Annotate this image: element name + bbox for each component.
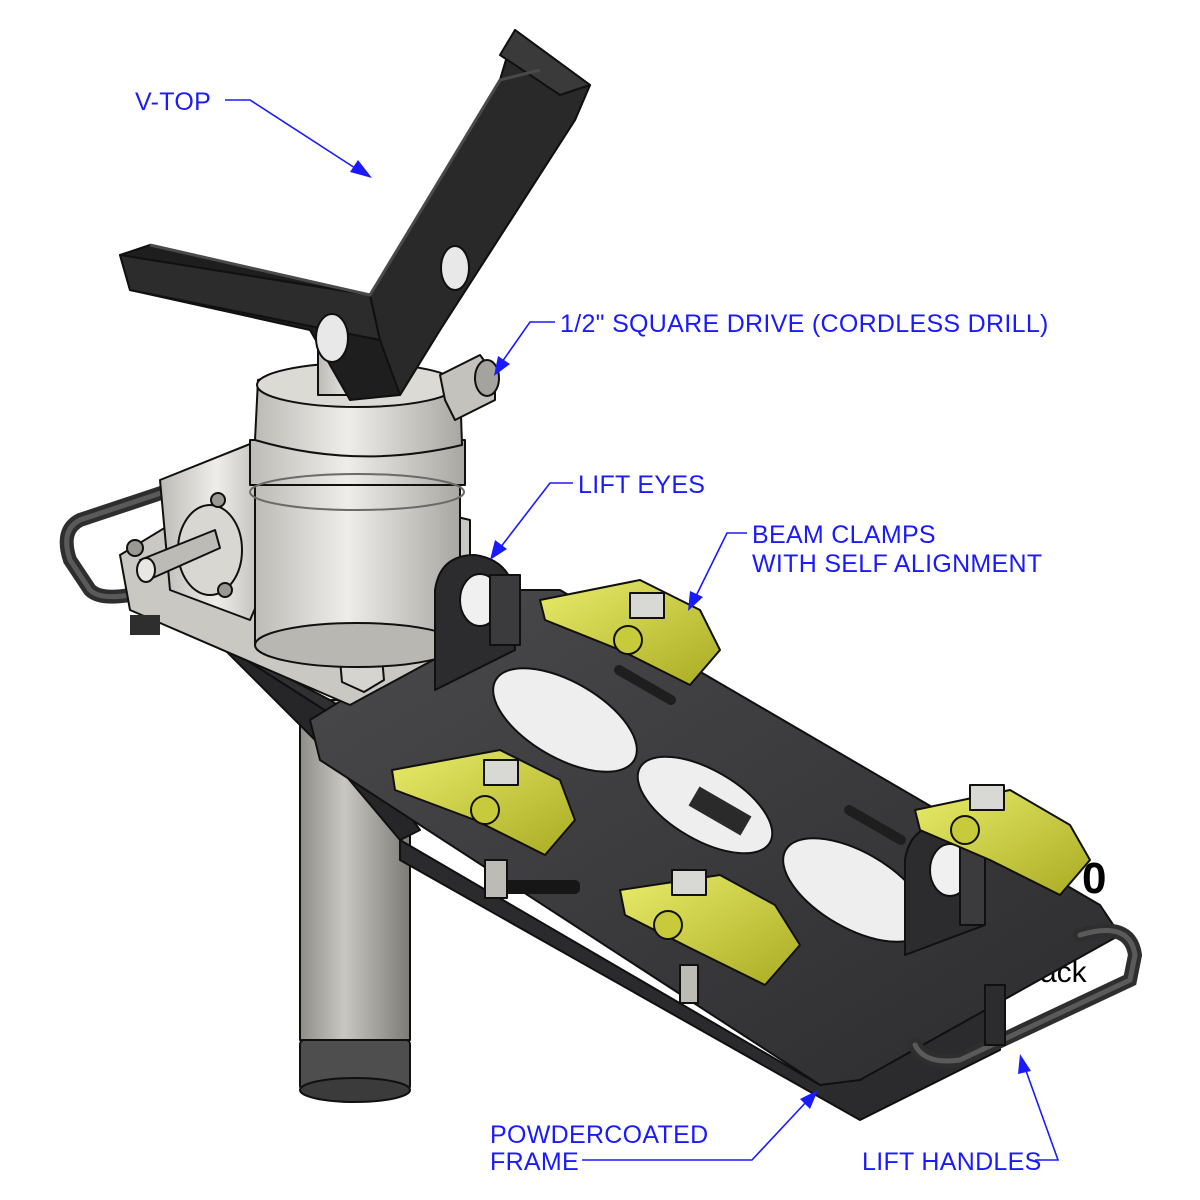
callout-powdercoated-label-1: POWDERCOATED <box>490 1121 708 1149</box>
callout-square-drive: 1/2" SQUARE DRIVE (CORDLESS DRILL) <box>494 310 1049 376</box>
callout-beam-clamps: BEAM CLAMPS WITH SELF ALIGNMENT <box>688 521 1042 611</box>
callout-powdercoated-frame: POWDERCOATED FRAME <box>490 1090 818 1176</box>
callout-v-top-label: V-TOP <box>135 88 211 116</box>
beam-clamp-right <box>914 784 1091 896</box>
callout-lift-eyes-label: LIFT EYES <box>578 471 705 499</box>
jack-cylinder <box>249 329 500 668</box>
lift-handle-left <box>59 483 177 604</box>
powdercoated-frame <box>214 589 1121 1121</box>
callout-lift-handles-label: LIFT HANDLES <box>862 1148 1042 1176</box>
callout-powdercoated-label-2: FRAME <box>490 1148 579 1176</box>
callout-beam-clamps-label-2: WITH SELF ALIGNMENT <box>752 550 1042 578</box>
lift-eye-rear <box>434 554 521 691</box>
lift-handle-right <box>908 923 1143 1068</box>
callout-square-drive-label: 1/2" SQUARE DRIVE (CORDLESS DRILL) <box>560 310 1049 338</box>
callout-v-top: V-TOP <box>135 88 372 178</box>
v-top <box>119 29 591 401</box>
beam-clamp-left <box>391 749 576 856</box>
beam-clamp-center <box>619 869 801 986</box>
callout-lift-handles: LIFT HANDLES <box>862 1054 1060 1176</box>
callout-lift-eyes: LIFT EYES <box>490 471 705 560</box>
callout-beam-clamps-label-1: BEAM CLAMPS <box>752 521 936 549</box>
beam-clamp-rear <box>539 579 721 686</box>
lift-eye-front <box>904 824 986 956</box>
